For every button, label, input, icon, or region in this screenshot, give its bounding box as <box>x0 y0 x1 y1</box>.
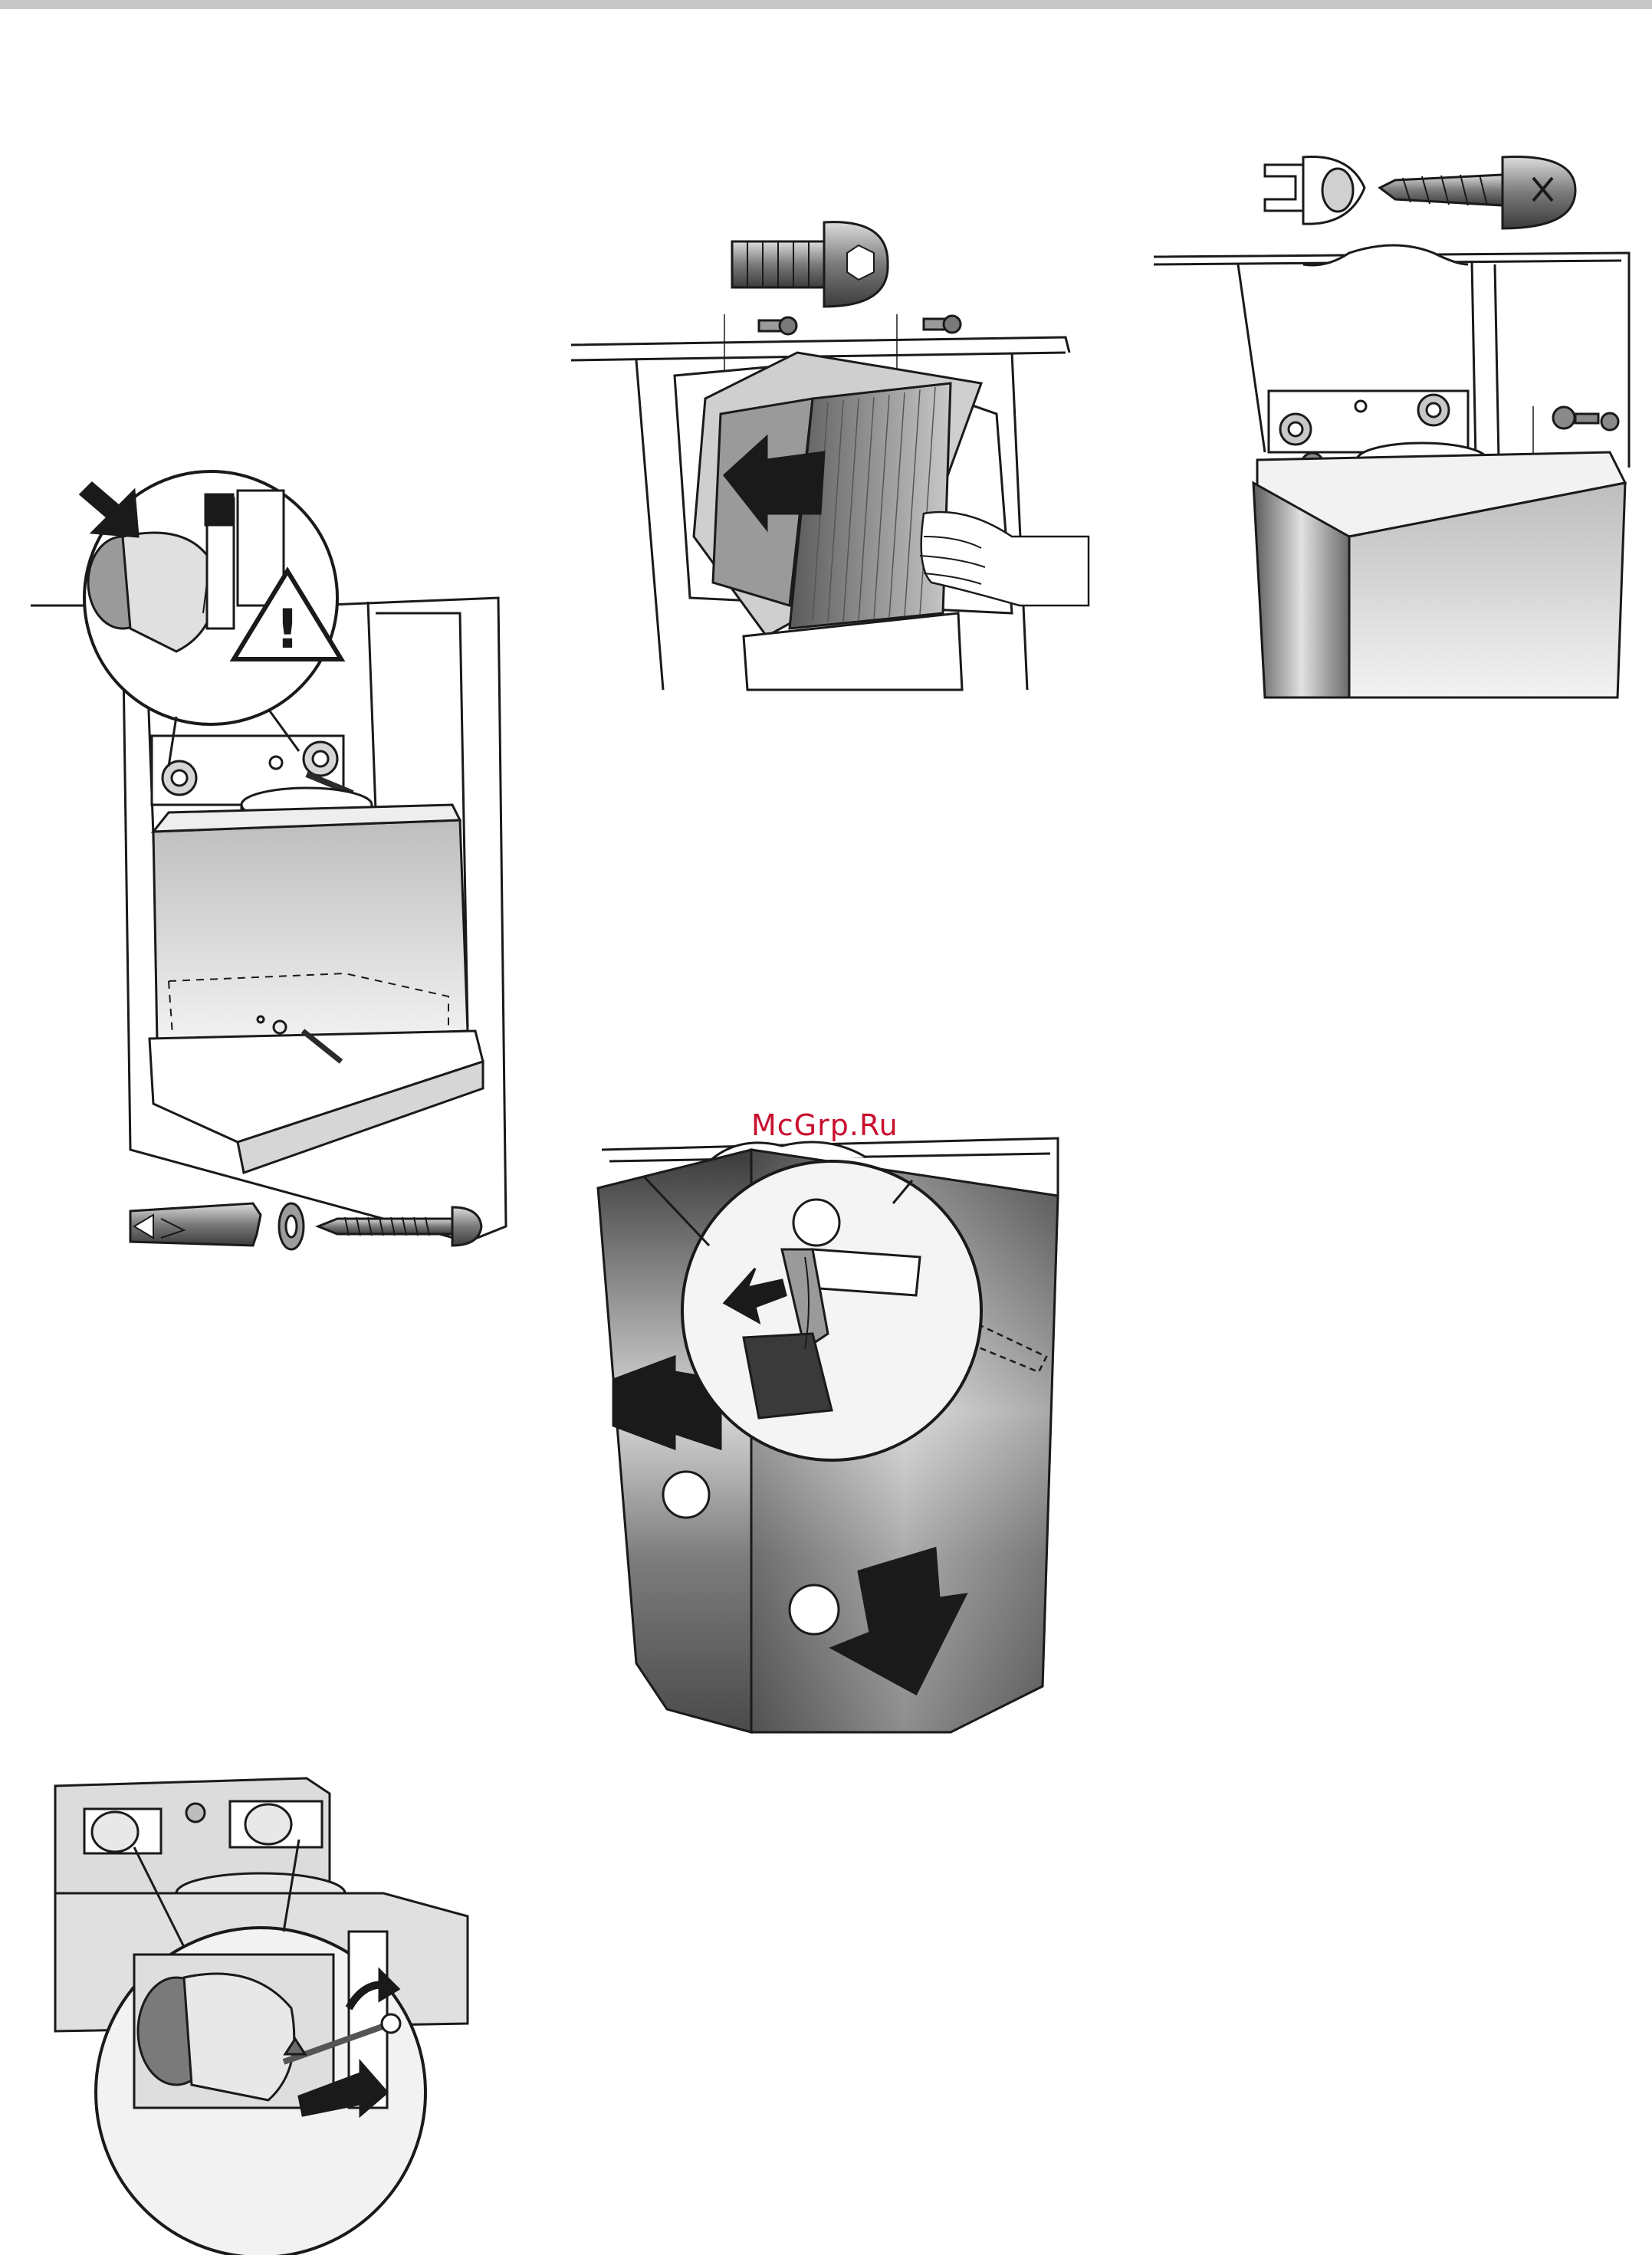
fig-wall-mount-housing: ! <box>31 471 506 1249</box>
watermark-text: McGrp.Ru <box>751 1108 898 1142</box>
fig-screw-fastening <box>1154 157 1629 698</box>
screw-small-left <box>759 317 796 334</box>
hardware-row-fig3 <box>1265 157 1575 229</box>
push-arrow-icon <box>80 483 138 537</box>
fig-insert-filter-unit <box>571 222 1089 690</box>
step-circle-3 <box>790 1585 839 1634</box>
fig-remove-mounting-clips <box>55 1778 468 2255</box>
screw-large-icon <box>732 222 888 307</box>
fig-attach-chimney-cover <box>598 1138 1058 1732</box>
warning-symbol: ! <box>275 598 300 661</box>
step-marker-square <box>205 494 233 525</box>
screw-small-right <box>924 316 961 333</box>
step-circle-2 <box>663 1472 709 1518</box>
